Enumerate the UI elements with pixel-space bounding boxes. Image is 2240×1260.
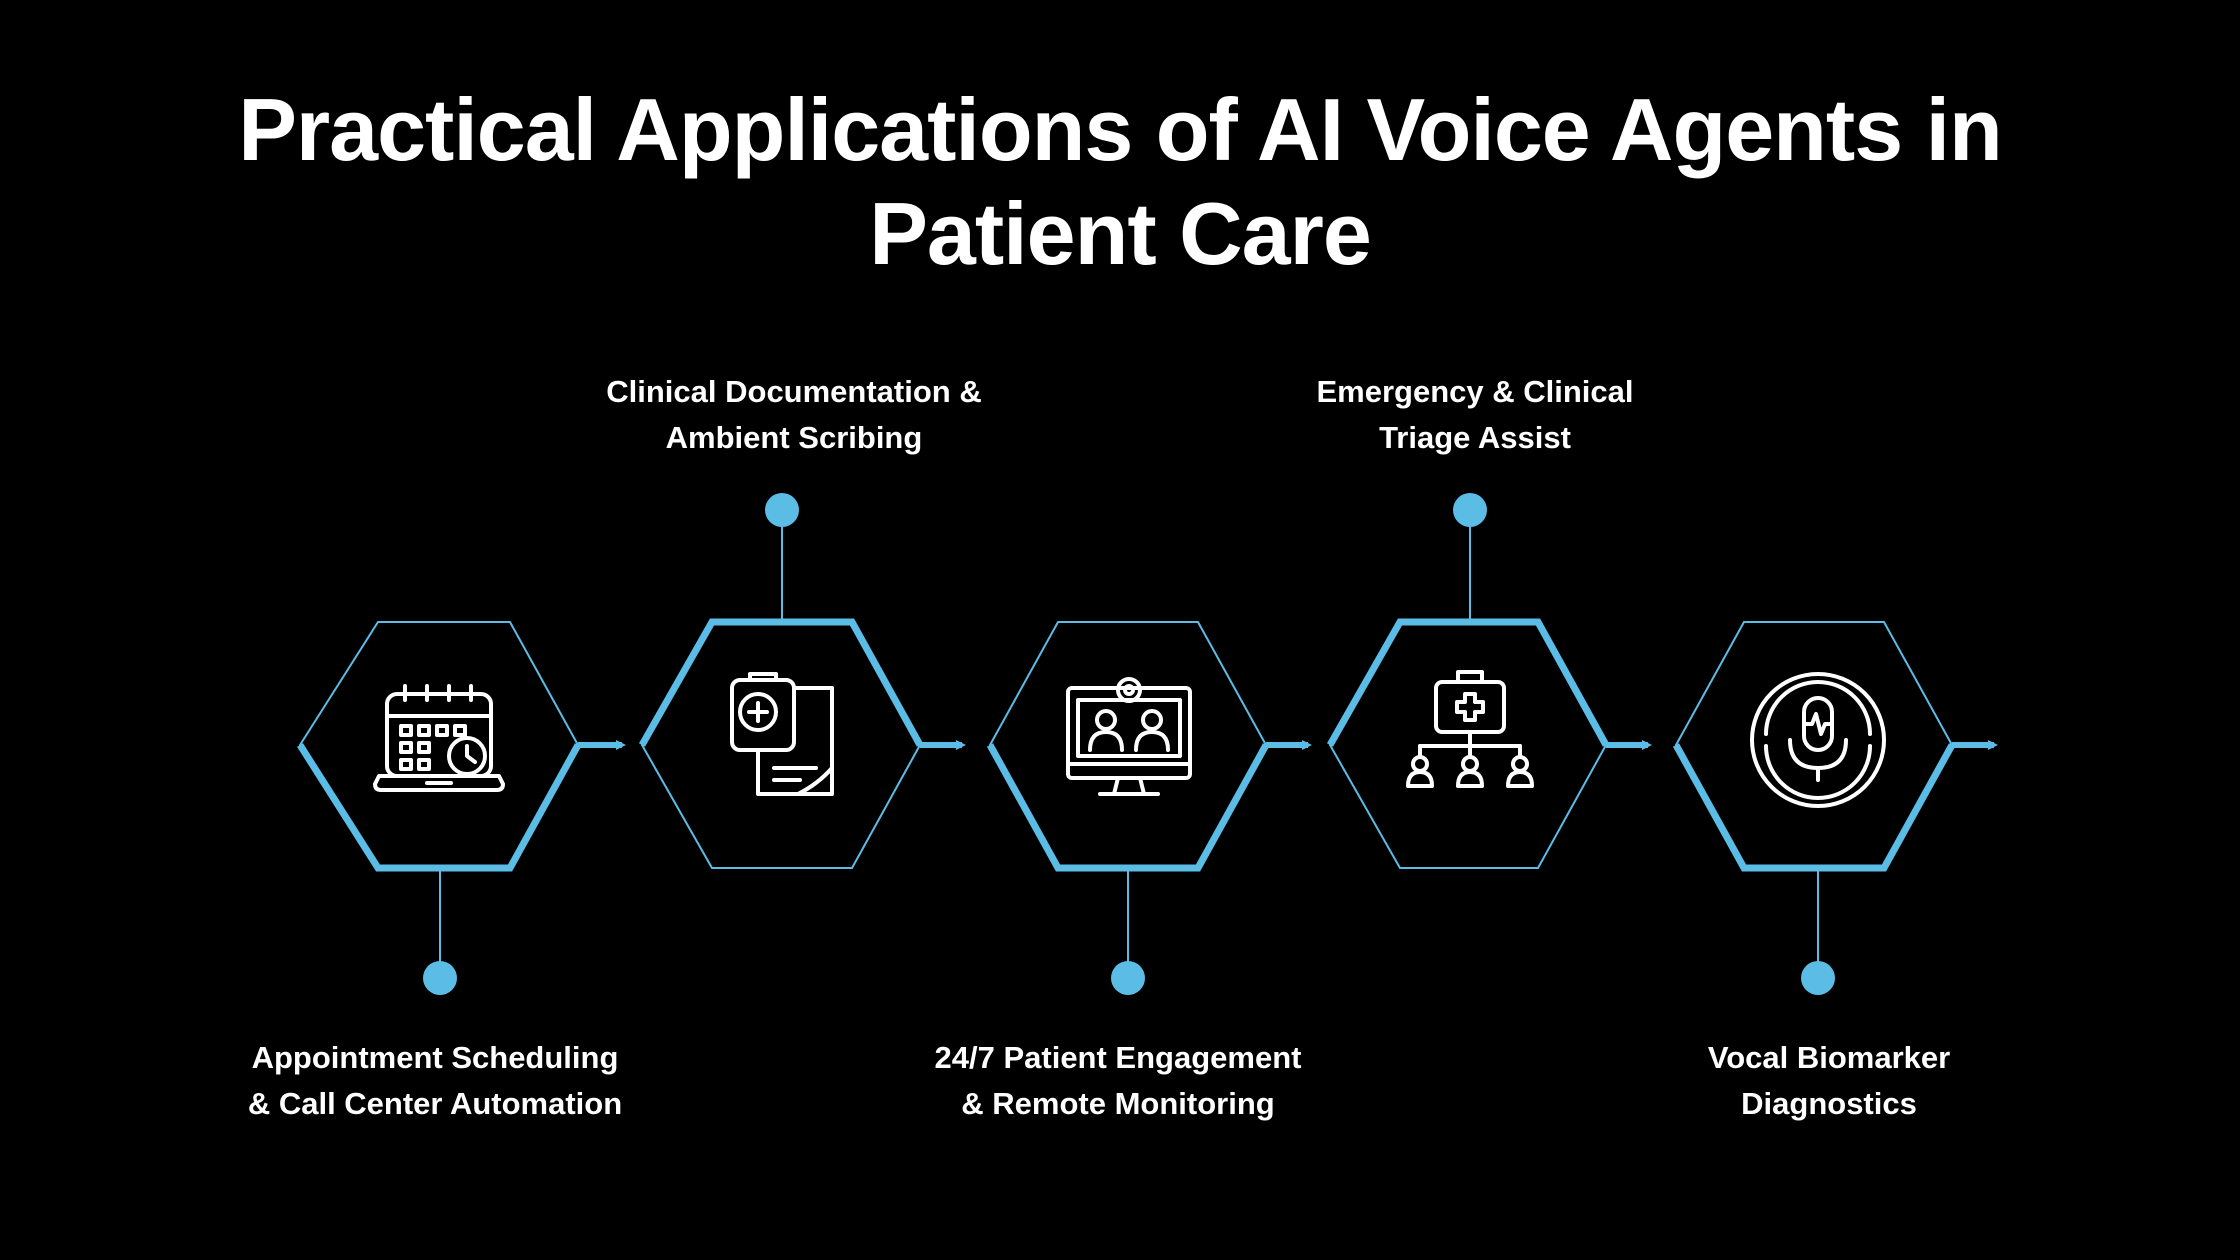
step-2-node [638, 493, 966, 869]
clipboard-medical-document-icon [730, 672, 834, 796]
step-4-label: Emergency & Clinical Triage Assist [1195, 369, 1755, 461]
step-5-hexagon-bold [1672, 743, 1956, 872]
step-5-label-line-1: Vocal Biomarker [1707, 1040, 1951, 1075]
step-3-hexagon-thin [988, 621, 1268, 869]
step-5-hexagon-thin [1674, 621, 1954, 869]
page-title: Practical Applications of AI Voice Agent… [0, 78, 2240, 286]
step-3-label-line-1: 24/7 Patient Engagement [934, 1040, 1302, 1075]
calendar-clock-laptop-icon [373, 684, 505, 792]
step-1-label: Appointment Scheduling & Call Center Aut… [155, 1035, 715, 1127]
step-2-label-line-2: Ambient Scribing [665, 420, 923, 455]
step-5-label-line-2: Diagnostics [1741, 1086, 1917, 1121]
step-5-node [1672, 621, 1998, 995]
step-1-connector-dot [423, 961, 457, 995]
step-3-connector-dot [1111, 961, 1145, 995]
step-4-label-line-2: Triage Assist [1379, 420, 1571, 455]
step-1-label-line-1: Appointment Scheduling [251, 1040, 619, 1075]
step-3-label-line-2: & Remote Monitoring [961, 1086, 1275, 1121]
step-4-connector-dot [1453, 493, 1487, 527]
step-2-hexagon-thin [640, 621, 922, 869]
step-1-node [297, 621, 626, 995]
step-2-connector-dot [765, 493, 799, 527]
step-3-label: 24/7 Patient Engagement & Remote Monitor… [838, 1035, 1398, 1127]
step-1-hexagon-bold [297, 743, 582, 872]
step-5-connector-dot [1801, 961, 1835, 995]
title-line-2: Patient Care [869, 184, 1372, 283]
step-3-node [986, 621, 1312, 995]
step-5-label: Vocal Biomarker Diagnostics [1549, 1035, 2109, 1127]
step-4-label-line-1: Emergency & Clinical [1316, 374, 1634, 409]
monitor-video-call-icon [1066, 677, 1192, 796]
step-1-hexagon-thin [298, 621, 580, 869]
step-1-label-line-2: & Call Center Automation [247, 1086, 623, 1121]
step-2-label: Clinical Documentation & Ambient Scribin… [514, 369, 1074, 461]
step-2-hexagon-bold [638, 618, 924, 747]
microphone-waveform-icon [1750, 672, 1886, 808]
title-line-1: Practical Applications of AI Voice Agent… [238, 80, 2003, 179]
step-4-node [1326, 493, 1652, 869]
step-2-label-line-1: Clinical Documentation & [606, 374, 982, 409]
first-aid-hierarchy-icon [1406, 670, 1534, 788]
